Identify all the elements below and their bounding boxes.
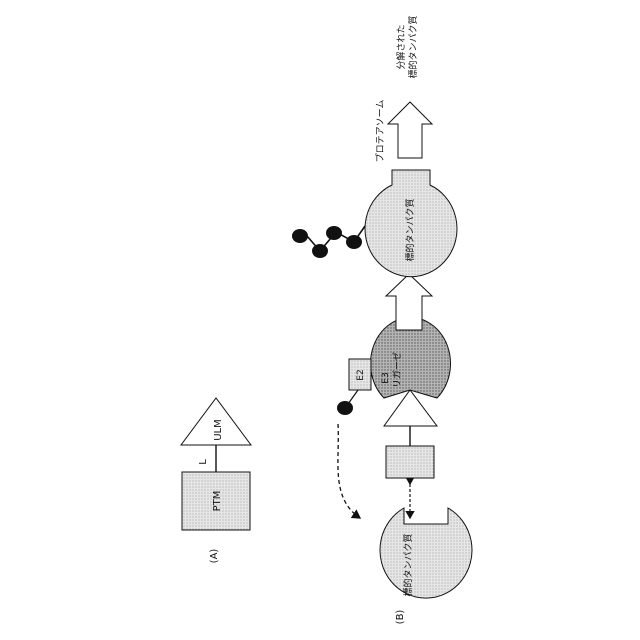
target-protein-middle-label: 標的タンパク質 — [404, 198, 416, 261]
ubiquitin-transfer-arrow — [338, 424, 360, 518]
degraded-label-line1: 分解された — [395, 24, 407, 69]
ubiquitin-4 — [292, 229, 308, 243]
e3-label-line1: E3 — [381, 372, 391, 383]
ptm-label: PTM — [212, 491, 223, 512]
target-protein-bottom-label: 標的タンパク質 — [402, 533, 414, 596]
panel-a-label: (A) — [209, 549, 220, 564]
ubiquitin-2 — [326, 226, 342, 240]
ubiquitin-1 — [346, 235, 362, 249]
protac-ptm-box — [386, 446, 434, 478]
degraded-label-line2: 標的タンパク質 — [407, 15, 419, 78]
ubiquitin-3 — [312, 244, 328, 258]
e2-ubiquitin-link — [348, 390, 358, 404]
process-arrow-2 — [388, 102, 432, 158]
target-protein-bottom — [380, 508, 472, 598]
panel-b: 標的タンパク質 E3 リガーゼ E2 標的タンパク質 プ — [292, 15, 472, 624]
ubiquitin-on-e2 — [337, 401, 353, 415]
panel-b-label: (B) — [395, 610, 406, 625]
ulm-label: ULM — [213, 419, 224, 441]
panel-a: PTM L ULM (A) — [181, 398, 251, 563]
linker-label: L — [198, 459, 209, 465]
e3-label-line2: リガーゼ — [391, 352, 403, 388]
e2-label: E2 — [356, 369, 366, 380]
proteasome-label: プロテアソーム — [375, 100, 386, 163]
